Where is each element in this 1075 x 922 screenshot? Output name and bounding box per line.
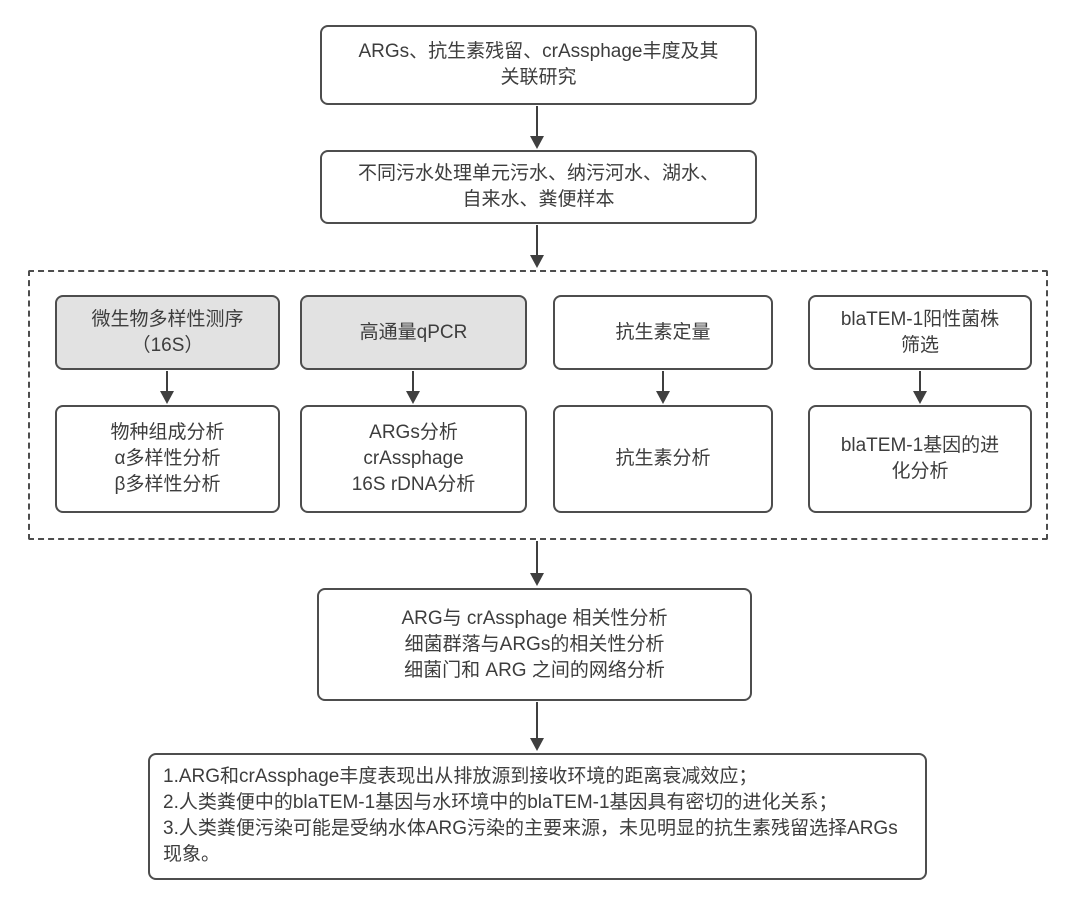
node-antibiotic-quantification: 抗生素定量 [553,295,773,370]
node-samples: 不同污水处理单元污水、纳污河水、湖水、 自来水、粪便样本 [320,150,757,224]
arrow-down-icon [919,371,921,391]
arrow-down-icon [536,106,538,136]
arrow-down-icon [536,702,538,738]
methods-group-frame [28,270,1048,540]
node-correlation-analysis: ARG与 crAssphage 相关性分析 细菌群落与ARGs的相关性分析 细菌… [317,588,752,701]
arrow-down-icon [536,541,538,573]
node-blatem-gene-evolution-analysis: blaTEM-1基因的进 化分析 [808,405,1032,513]
arrow-down-icon [662,371,664,391]
arrow-down-icon [412,371,414,391]
node-species-composition-analysis: 物种组成分析 α多样性分析 β多样性分析 [55,405,280,513]
node-research-topic: ARGs、抗生素残留、crAssphage丰度及其 关联研究 [320,25,757,105]
node-conclusions: 1.ARG和crAssphage丰度表现出从排放源到接收环境的距离衰减效应； 2… [148,753,927,880]
node-high-throughput-qpcr: 高通量qPCR [300,295,527,370]
arrow-down-icon [166,371,168,391]
arrow-down-icon [536,225,538,255]
node-antibiotic-analysis: 抗生素分析 [553,405,773,513]
node-microbial-diversity-sequencing: 微生物多样性测序 （16S） [55,295,280,370]
node-args-analysis: ARGs分析 crAssphage 16S rDNA分析 [300,405,527,513]
node-blatem-positive-strain-screening: blaTEM-1阳性菌株 筛选 [808,295,1032,370]
